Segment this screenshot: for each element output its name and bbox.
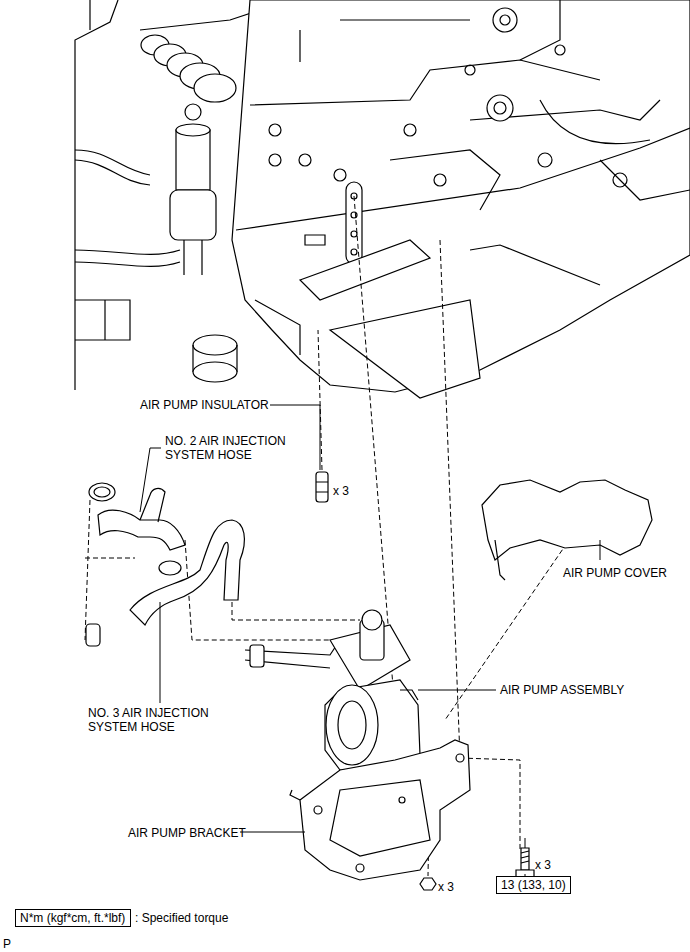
box-text: N*m (kgf*cm, ft.*lbf) — [20, 911, 125, 925]
bellows — [140, 10, 260, 102]
torque-box: 13 (133, 10) — [496, 876, 571, 894]
part-name: AIR PUMP COVER — [563, 566, 667, 580]
legend-note: : Specified torque — [135, 911, 228, 925]
part-name: AIR PUMP INSULATOR — [140, 398, 269, 412]
torque-legend-box: N*m (kgf*cm, ft.*lbf) — [15, 909, 131, 927]
box-text: 13 (133, 10) — [501, 878, 566, 892]
quantity-mark: x 3 — [535, 858, 551, 872]
page-mark: P — [3, 937, 11, 951]
quantity-mark: x 3 — [438, 880, 454, 894]
engine-illustration — [75, 0, 690, 398]
part-name: NO. 2 AIR INJECTION SYSTEM HOSE — [165, 434, 305, 462]
part-name: NO. 3 AIR INJECTION SYSTEM HOSE — [88, 706, 238, 734]
leader-lines — [140, 405, 600, 878]
parts — [86, 472, 652, 890]
part-name: AIR PUMP ASSEMBLY — [500, 683, 624, 697]
quantity-mark: x 3 — [333, 484, 349, 498]
part-name: AIR PUMP BRACKET — [128, 826, 246, 840]
